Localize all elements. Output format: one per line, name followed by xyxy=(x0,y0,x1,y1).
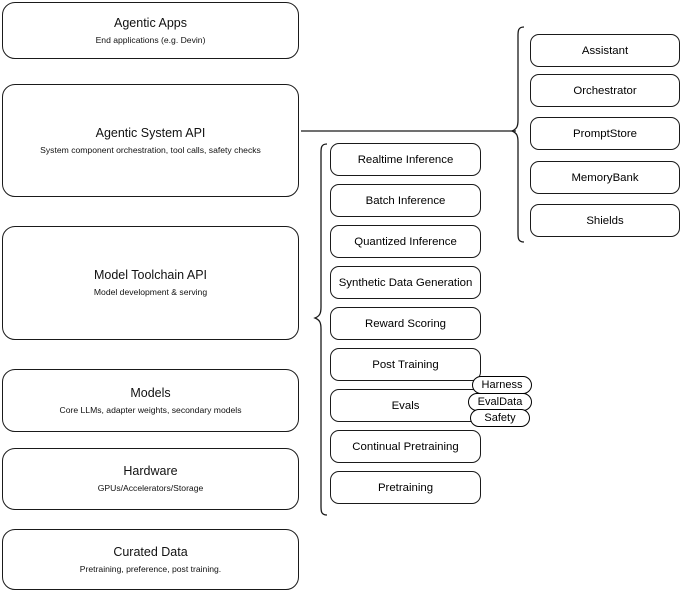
evals-badge-label: EvalData xyxy=(477,395,523,408)
brace-agentic-components xyxy=(510,26,525,243)
evals-badge-label: Safety xyxy=(484,411,516,424)
capability-label: Batch Inference xyxy=(365,194,446,207)
capability-label: Reward Scoring xyxy=(364,317,447,330)
evals-badge-safety[interactable]: Safety xyxy=(470,409,530,427)
capability-box-reward-scoring[interactable]: Reward Scoring xyxy=(330,307,481,340)
layer-title: Models xyxy=(130,385,171,400)
component-label: Assistant xyxy=(581,44,629,57)
capability-box-realtime-inference[interactable]: Realtime Inference xyxy=(330,143,481,176)
component-box-shields[interactable]: Shields xyxy=(530,204,680,237)
component-label: Orchestrator xyxy=(573,84,637,97)
capability-box-synthetic-data-generation[interactable]: Synthetic Data Generation xyxy=(330,266,481,299)
capability-box-quantized-inference[interactable]: Quantized Inference xyxy=(330,225,481,258)
capability-label: Post Training xyxy=(372,358,439,371)
layer-box-agentic-apps[interactable]: Agentic Apps End applications (e.g. Devi… xyxy=(2,2,299,59)
evals-badge-label: Harness xyxy=(481,378,523,391)
capability-label: Quantized Inference xyxy=(354,235,457,248)
component-label: PromptStore xyxy=(573,127,637,140)
capability-box-batch-inference[interactable]: Batch Inference xyxy=(330,184,481,217)
layer-title: Curated Data xyxy=(113,544,188,559)
layer-box-models[interactable]: Models Core LLMs, adapter weights, secon… xyxy=(2,369,299,432)
layer-subtitle: System component orchestration, tool cal… xyxy=(40,144,261,155)
layer-title: Model Toolchain API xyxy=(93,268,208,282)
capability-box-continual-pretraining[interactable]: Continual Pretraining xyxy=(330,430,481,463)
layer-box-agentic-system-api[interactable]: Agentic System API System component orch… xyxy=(2,84,299,197)
capability-box-evals[interactable]: Evals xyxy=(330,389,481,422)
layer-subtitle: End applications (e.g. Devin) xyxy=(95,34,206,45)
capability-label: Synthetic Data Generation xyxy=(338,276,473,289)
capability-box-post-training[interactable]: Post Training xyxy=(330,348,481,381)
capability-box-pretraining[interactable]: Pretraining xyxy=(330,471,481,504)
layer-box-curated-data[interactable]: Curated Data Pretraining, preference, po… xyxy=(2,529,299,590)
component-box-promptstore[interactable]: PromptStore xyxy=(530,117,680,150)
layer-title: Agentic System API xyxy=(95,125,206,140)
component-box-orchestrator[interactable]: Orchestrator xyxy=(530,74,680,107)
evals-badge-harness[interactable]: Harness xyxy=(472,376,532,394)
component-label: MemoryBank xyxy=(571,171,639,184)
layer-title: Hardware xyxy=(123,464,178,478)
layer-subtitle: Core LLMs, adapter weights, secondary mo… xyxy=(59,404,242,415)
layer-title: Agentic Apps xyxy=(114,15,187,30)
capability-label: Evals xyxy=(391,399,420,412)
capability-label: Continual Pretraining xyxy=(352,440,459,453)
layer-subtitle: Model development & serving xyxy=(93,287,208,297)
layer-box-model-toolchain-api[interactable]: Model Toolchain API Model development & … xyxy=(2,226,299,340)
component-box-memorybank[interactable]: MemoryBank xyxy=(530,161,680,194)
capability-label: Pretraining xyxy=(377,481,434,494)
component-label: Shields xyxy=(586,214,624,227)
capability-label: Realtime Inference xyxy=(357,153,454,166)
component-box-assistant[interactable]: Assistant xyxy=(530,34,680,67)
layer-box-hardware[interactable]: Hardware GPUs/Accelerators/Storage xyxy=(2,448,299,510)
layer-subtitle: Pretraining, preference, post training. xyxy=(79,563,222,574)
layer-subtitle: GPUs/Accelerators/Storage xyxy=(97,483,204,493)
brace-toolchain-capabilities xyxy=(313,143,328,516)
